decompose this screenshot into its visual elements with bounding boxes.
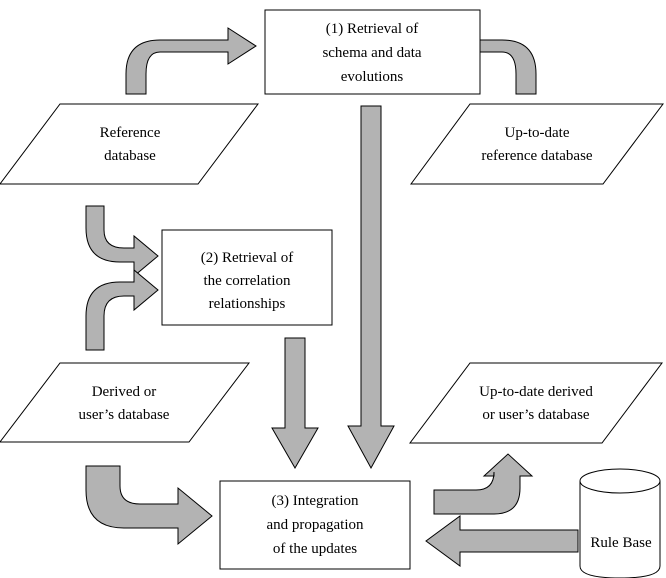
reference-database-line2: database (104, 148, 156, 164)
arrow-reference-to-step1 (125, 27, 257, 95)
uptodate-reference-database-line1: Up-to-date (505, 125, 570, 141)
step1-label-line1: (1) Retrieval of (326, 21, 418, 37)
derived-database-line1: Derived or (92, 384, 157, 400)
step2-rect (161, 229, 333, 326)
rule-base-label: Rule Base (590, 535, 652, 551)
uptodate-reference-database-line2: reference database (481, 148, 593, 164)
derived-database-line2: user’s database (79, 407, 170, 423)
reference-database-shape (0, 103, 259, 185)
step2-box: (2) Retrieval of the correlation relatio… (161, 229, 333, 326)
rule-base-top (579, 468, 661, 494)
step3-box: (3) Integration and propagation of the u… (219, 480, 411, 570)
uptodate-derived-database: Up-to-date derived or user’s database (409, 362, 663, 444)
step2-label-line1: (2) Retrieval of (201, 250, 293, 266)
step3-label-line1: (3) Integration (271, 493, 359, 509)
step1-rect (264, 9, 481, 95)
step3-rect (219, 480, 411, 570)
step3-label-line3: of the updates (273, 541, 357, 557)
reference-database-line1: Reference (100, 125, 161, 141)
uptodate-reference-database-shape (410, 103, 664, 185)
step1-label-line2: schema and data (322, 45, 421, 61)
derived-database-shape (0, 362, 251, 443)
step3-label-line2: and propagation (266, 517, 364, 533)
derived-database: Derived or user’s database (0, 362, 251, 443)
uptodate-derived-database-line1: Up-to-date derived (479, 384, 593, 400)
uptodate-derived-database-shape (409, 362, 663, 444)
step1-label-line3: evolutions (341, 69, 404, 85)
arrow-rulebase-to-step3 (425, 515, 579, 567)
uptodate-derived-database-line2: or user’s database (482, 407, 590, 423)
arrow-reference-to-step2 (85, 205, 159, 278)
arrow-derived-to-step3 (85, 465, 213, 546)
arrow-step3-to-uptodate-derived (433, 453, 534, 515)
arrow-step1-to-step3 (347, 105, 395, 470)
arrow-step2-to-step3 (271, 337, 319, 470)
step2-label-line2: the correlation (203, 273, 291, 289)
step2-label-line3: relationships (209, 296, 286, 312)
rule-base: Rule Base (579, 468, 661, 578)
step1-box: (1) Retrieval of schema and data evoluti… (264, 9, 481, 95)
uptodate-reference-database: Up-to-date reference database (410, 103, 664, 185)
rule-base-body (579, 481, 661, 578)
arrow-derived-to-step2 (85, 268, 159, 351)
reference-database: Reference database (0, 103, 259, 185)
